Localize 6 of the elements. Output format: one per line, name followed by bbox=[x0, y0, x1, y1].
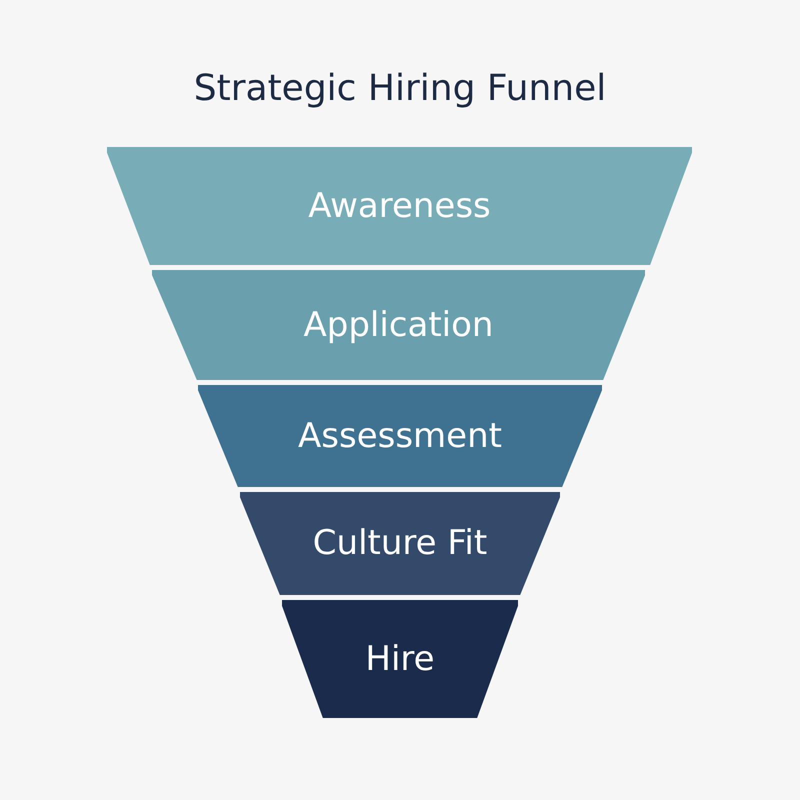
stage-label: Application bbox=[304, 304, 494, 346]
stage-label: Culture Fit bbox=[312, 522, 488, 565]
stage-label: Hire bbox=[365, 638, 435, 680]
stage-label: Assessment bbox=[298, 414, 502, 458]
stage-label: Awareness bbox=[308, 184, 491, 228]
title: Strategic Hiring Funnel bbox=[192, 67, 608, 111]
